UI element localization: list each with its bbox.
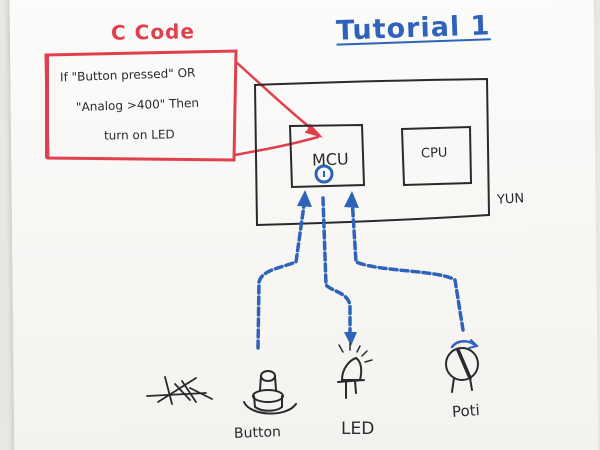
- code-to-mcu-arrows: [233, 60, 324, 157]
- button-label: Button: [233, 424, 282, 442]
- arduino-logo-icon: [314, 164, 334, 184]
- push-button-icon: [243, 370, 297, 415]
- poti-label: Poti: [451, 401, 481, 421]
- led-label: LED: [341, 419, 375, 439]
- yun-board-label: YUN: [496, 191, 525, 208]
- potentiometer-icon: [445, 339, 479, 393]
- cpu-chip: [400, 125, 473, 187]
- c-code-title: C Code: [110, 19, 196, 45]
- mcu-chip: [288, 123, 366, 189]
- signal-lines: [256, 196, 465, 350]
- code-box: [44, 49, 238, 162]
- yun-board: [253, 77, 491, 227]
- code-line-3: turn on LED: [103, 127, 175, 143]
- cpu-label: CPU: [420, 145, 448, 162]
- signal-arrowheads: [297, 190, 359, 346]
- tutorial-title: Tutorial 1: [335, 10, 491, 47]
- led-icon: [337, 342, 373, 399]
- mcu-label: MCU: [311, 149, 350, 170]
- crossed-out-scribble: [146, 376, 213, 405]
